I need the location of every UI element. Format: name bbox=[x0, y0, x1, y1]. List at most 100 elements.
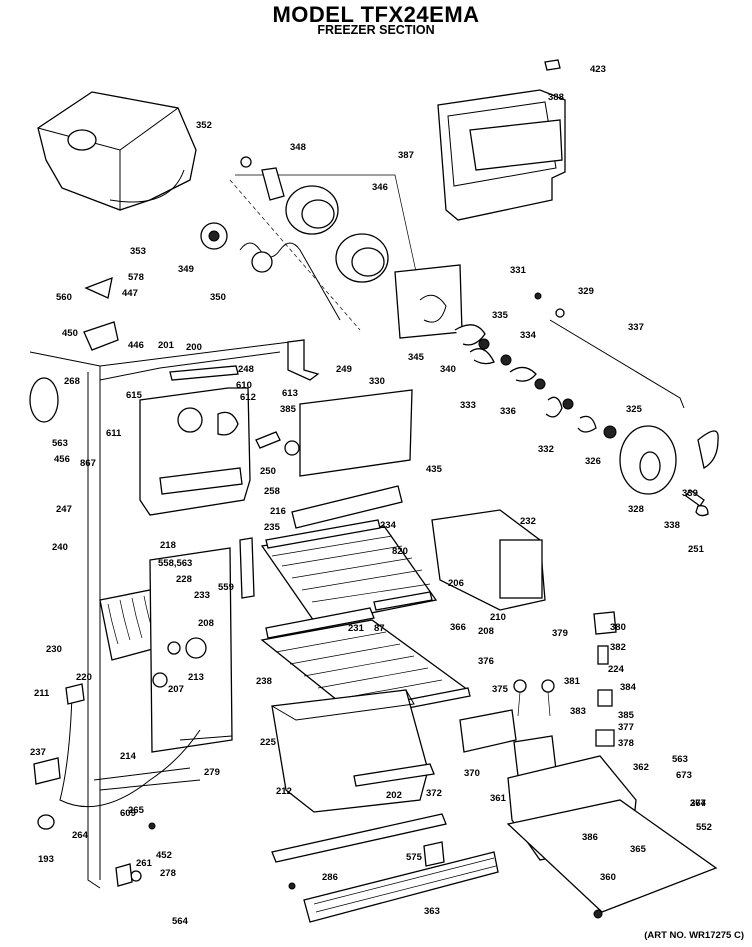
part-label: 340 bbox=[440, 364, 456, 375]
part-label: 363 bbox=[424, 906, 440, 917]
part-label: 251 bbox=[688, 544, 705, 555]
part-label: 337 bbox=[628, 322, 644, 333]
part-label: 575 bbox=[406, 852, 423, 863]
part-label: 339 bbox=[682, 488, 698, 499]
part-label: 238 bbox=[256, 676, 272, 687]
part-label: 330 bbox=[369, 376, 385, 387]
part-label: 234 bbox=[380, 520, 397, 531]
part-label: 334 bbox=[520, 330, 537, 341]
part-label: 388 bbox=[548, 92, 564, 103]
part-label: 560 bbox=[56, 292, 72, 303]
part-label: 558,563 bbox=[158, 558, 192, 569]
part-label: 559 bbox=[218, 582, 234, 593]
part-label: 258 bbox=[264, 486, 280, 497]
part-label: 224 bbox=[608, 664, 625, 675]
part-label: 383 bbox=[570, 706, 586, 717]
part-label: 220 bbox=[76, 672, 92, 683]
part-label: 268 bbox=[64, 376, 80, 387]
part-label: 201 bbox=[158, 340, 175, 351]
part-label: 867 bbox=[80, 458, 96, 469]
part-label: 820 bbox=[392, 546, 408, 557]
part-label: 610 bbox=[236, 380, 252, 391]
part-label: 361 bbox=[490, 793, 507, 804]
art-number: (ART NO. WR17275 C) bbox=[644, 930, 744, 941]
part-label: 350 bbox=[210, 292, 226, 303]
part-label: 277 bbox=[690, 798, 706, 809]
part-label: 446 bbox=[128, 340, 144, 351]
part-label: 377 bbox=[618, 722, 634, 733]
part-label: 385 bbox=[618, 710, 635, 721]
part-label: 193 bbox=[38, 854, 54, 865]
part-label: 379 bbox=[552, 628, 568, 639]
part-label: 563 bbox=[52, 438, 68, 449]
part-label: 247 bbox=[56, 504, 72, 515]
part-label: 331 bbox=[510, 265, 527, 276]
part-label: 328 bbox=[628, 504, 644, 515]
part-label: 87 bbox=[374, 623, 385, 634]
part-label: 208 bbox=[198, 618, 214, 629]
part-label: 376 bbox=[478, 656, 494, 667]
part-label: 325 bbox=[626, 404, 643, 415]
part-label: 349 bbox=[178, 264, 194, 275]
part-label: 578 bbox=[128, 272, 144, 283]
part-label: 423 bbox=[590, 64, 606, 75]
part-label: 228 bbox=[176, 574, 192, 585]
part-label: 278 bbox=[160, 868, 176, 879]
part-label: 206 bbox=[448, 578, 464, 589]
part-label: 213 bbox=[188, 672, 204, 683]
part-label: 332 bbox=[538, 444, 554, 455]
part-label: 202 bbox=[386, 790, 402, 801]
part-label: 552 bbox=[696, 822, 712, 833]
part-label: 364 bbox=[690, 798, 707, 809]
part-label: 456 bbox=[54, 454, 70, 465]
part-label: 208 bbox=[478, 626, 494, 637]
part-label: 387 bbox=[398, 150, 414, 161]
part-label: 248 bbox=[238, 364, 254, 375]
part-label: 372 bbox=[426, 788, 442, 799]
ice-bucket bbox=[37, 91, 197, 211]
part-labels: 4233883873523483463533493503455784475604… bbox=[30, 64, 712, 927]
part-label: 218 bbox=[160, 540, 176, 551]
part-label: 611 bbox=[106, 428, 122, 439]
part-label: 386 bbox=[582, 832, 598, 843]
part-label: 365 bbox=[630, 844, 647, 855]
part-label: 609 bbox=[120, 808, 136, 819]
part-label: 348 bbox=[290, 142, 306, 153]
part-label: 336 bbox=[500, 406, 516, 417]
drawing bbox=[29, 59, 719, 923]
model-title: MODEL TFX24EMA bbox=[272, 2, 480, 27]
part-label: 564 bbox=[172, 916, 189, 927]
part-label: 326 bbox=[585, 456, 601, 467]
part-label: 612 bbox=[240, 392, 256, 403]
part-label: 214 bbox=[120, 751, 137, 762]
part-label: 370 bbox=[464, 768, 480, 779]
part-label: 250 bbox=[260, 466, 276, 477]
part-label: 233 bbox=[194, 590, 210, 601]
section-subtitle: FREEZER SECTION bbox=[317, 23, 435, 37]
part-label: 264 bbox=[72, 830, 89, 841]
part-label: 362 bbox=[633, 762, 649, 773]
part-label: 450 bbox=[62, 328, 78, 339]
part-label: 346 bbox=[372, 182, 388, 193]
part-label: 335 bbox=[492, 310, 509, 321]
part-label: 353 bbox=[130, 246, 146, 257]
part-label: 378 bbox=[618, 738, 634, 749]
part-label: 563 bbox=[672, 754, 688, 765]
part-label: 240 bbox=[52, 542, 68, 553]
part-label: 360 bbox=[600, 872, 616, 883]
part-label: 613 bbox=[282, 388, 298, 399]
part-label: 216 bbox=[270, 506, 286, 517]
part-label: 200 bbox=[186, 342, 202, 353]
part-label: 232 bbox=[520, 516, 536, 527]
part-label: 329 bbox=[578, 286, 594, 297]
part-label: 286 bbox=[322, 872, 338, 883]
part-label: 235 bbox=[264, 522, 281, 533]
part-label: 375 bbox=[492, 684, 509, 695]
part-label: 352 bbox=[196, 120, 212, 131]
part-label: 615 bbox=[126, 390, 143, 401]
part-label: 279 bbox=[204, 767, 220, 778]
part-label: 210 bbox=[490, 612, 506, 623]
part-label: 212 bbox=[276, 786, 292, 797]
